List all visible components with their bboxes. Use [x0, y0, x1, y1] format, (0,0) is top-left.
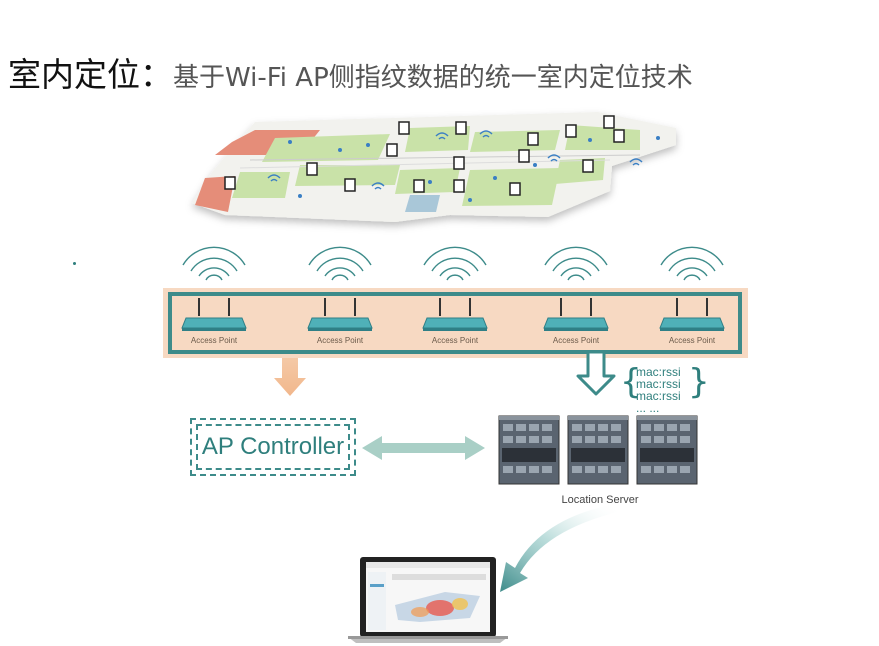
arrow-to-laptop [500, 505, 618, 592]
access-point-label: Access Point [431, 336, 479, 345]
access-point-label: Access Point [668, 336, 716, 345]
access-point-devices [181, 298, 725, 331]
location-server-label: Location Server [561, 494, 639, 506]
slide-title: 室内定位：基于Wi-Fi AP侧指纹数据的统一室内定位技术 [8, 48, 693, 96]
stray-dot [73, 262, 76, 265]
right-brace: } [688, 362, 710, 402]
fingerprint-data: mac:rssi mac:rssi mac:rssi ... ... [636, 366, 686, 414]
fingerprint-line: mac:rssi [636, 389, 681, 403]
laptop [348, 557, 508, 643]
arrow-to-controller [274, 358, 306, 396]
access-point-label: Access Point [190, 336, 238, 345]
fingerprint-line: mac:rssi [636, 377, 681, 391]
title-subtitle: 基于Wi-Fi AP侧指纹数据的统一室内定位技术 [173, 63, 693, 93]
floor-plan-map [192, 112, 676, 222]
access-point-label: Access Point [316, 336, 364, 345]
double-arrow [362, 436, 485, 460]
access-point-label: Access Point [552, 336, 600, 345]
ap-controller-box: AP Controller [190, 418, 356, 476]
ap-controller-label: AP Controller [201, 433, 345, 460]
arrow-to-server [576, 350, 616, 396]
location-servers [498, 415, 698, 485]
left-brace: { [620, 362, 642, 402]
fingerprint-line: mac:rssi [636, 365, 681, 379]
fingerprint-line: ... ... [636, 401, 660, 415]
title-main: 室内定位： [8, 55, 173, 94]
wifi-signals [182, 246, 724, 281]
